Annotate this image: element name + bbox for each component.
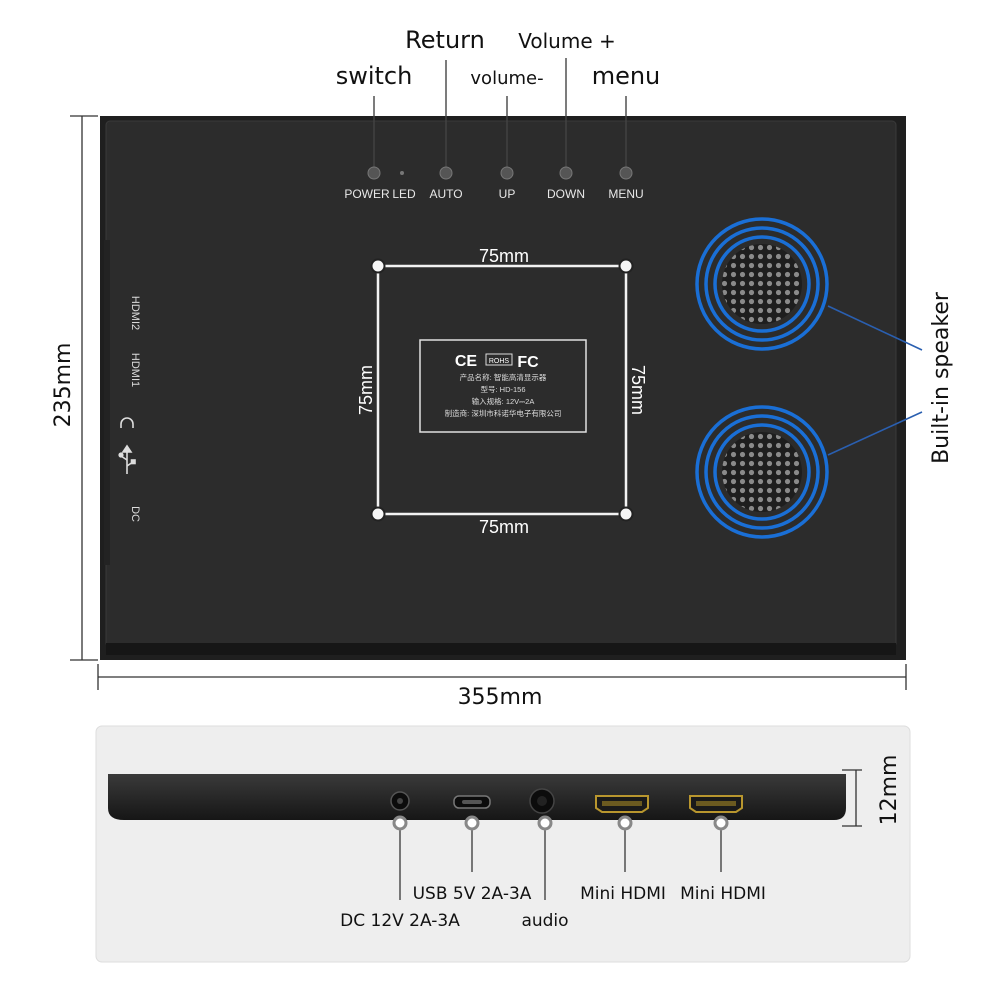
port-leader-lines <box>399 830 722 900</box>
usb-port-label: USB 5V 2A-3A <box>413 884 532 904</box>
nameplate-input: 输入规格: 12V⎓2A <box>472 396 535 406</box>
label-volume-minus: volume- <box>470 68 543 89</box>
thickness-dimension <box>842 769 862 827</box>
auto-button <box>439 166 453 180</box>
width-dimension <box>97 664 907 690</box>
height-label: 235mm <box>51 343 76 428</box>
side-hdmi1-label: HDMI1 <box>129 353 141 387</box>
side-dc-label: DC <box>129 506 141 522</box>
thickness-label: 12mm <box>877 755 902 826</box>
power-button <box>367 166 381 180</box>
nameplate-model: 型号: HD-156 <box>480 385 525 394</box>
button-leader-lines <box>373 58 627 168</box>
speaker-bottom <box>695 405 829 539</box>
up-button <box>500 166 514 180</box>
label-return: Return <box>405 26 485 54</box>
fc-mark: FC <box>517 354 539 371</box>
up-label: UP <box>499 187 516 201</box>
down-button <box>559 166 573 180</box>
speaker-leader-lines <box>827 305 923 456</box>
side-hdmi2-label: HDMI2 <box>129 296 141 330</box>
vesa-right-label: 75mm <box>628 365 648 415</box>
vesa-top-label: 75mm <box>479 246 529 266</box>
nameplate-product: 产品名称: 智能高清显示器 <box>460 372 547 382</box>
auto-label: AUTO <box>429 187 462 201</box>
audio-port-label: audio <box>521 911 568 931</box>
menu-btn-label: MENU <box>608 187 643 201</box>
port-markers <box>392 815 729 831</box>
rohs-mark: ROHS <box>489 358 510 365</box>
speaker-label: Built-in speaker <box>929 291 954 464</box>
down-label: DOWN <box>547 187 585 201</box>
width-label: 355mm <box>458 685 543 710</box>
speaker-top <box>695 217 829 351</box>
vesa-mount-holes <box>370 258 634 522</box>
nameplate-manufacturer: 制造商: 深圳市科诺华电子有限公司 <box>445 408 562 418</box>
led-label: LED <box>392 187 416 201</box>
dc-port-label: DC 12V 2A-3A <box>340 911 460 931</box>
side-view-box <box>95 725 911 963</box>
control-buttons <box>367 166 633 180</box>
power-label: POWER <box>344 187 390 201</box>
vesa-square <box>376 264 628 516</box>
label-volume-plus: Volume + <box>518 29 616 53</box>
mini-hdmi-b-label: Mini HDMI <box>680 884 766 904</box>
ce-mark: CE <box>455 353 478 370</box>
label-menu: menu <box>592 62 661 90</box>
headphone-icon <box>120 417 134 428</box>
height-dimension <box>70 115 98 661</box>
mini-hdmi-a-label: Mini HDMI <box>580 884 666 904</box>
nameplate <box>419 339 587 433</box>
vesa-left-label: 75mm <box>356 365 376 415</box>
label-switch: switch <box>336 62 413 90</box>
led-indicator <box>400 171 404 175</box>
port-icons <box>390 788 743 814</box>
menu-button <box>619 166 633 180</box>
vesa-bottom-label: 75mm <box>479 517 529 537</box>
usb-icon <box>118 444 136 474</box>
